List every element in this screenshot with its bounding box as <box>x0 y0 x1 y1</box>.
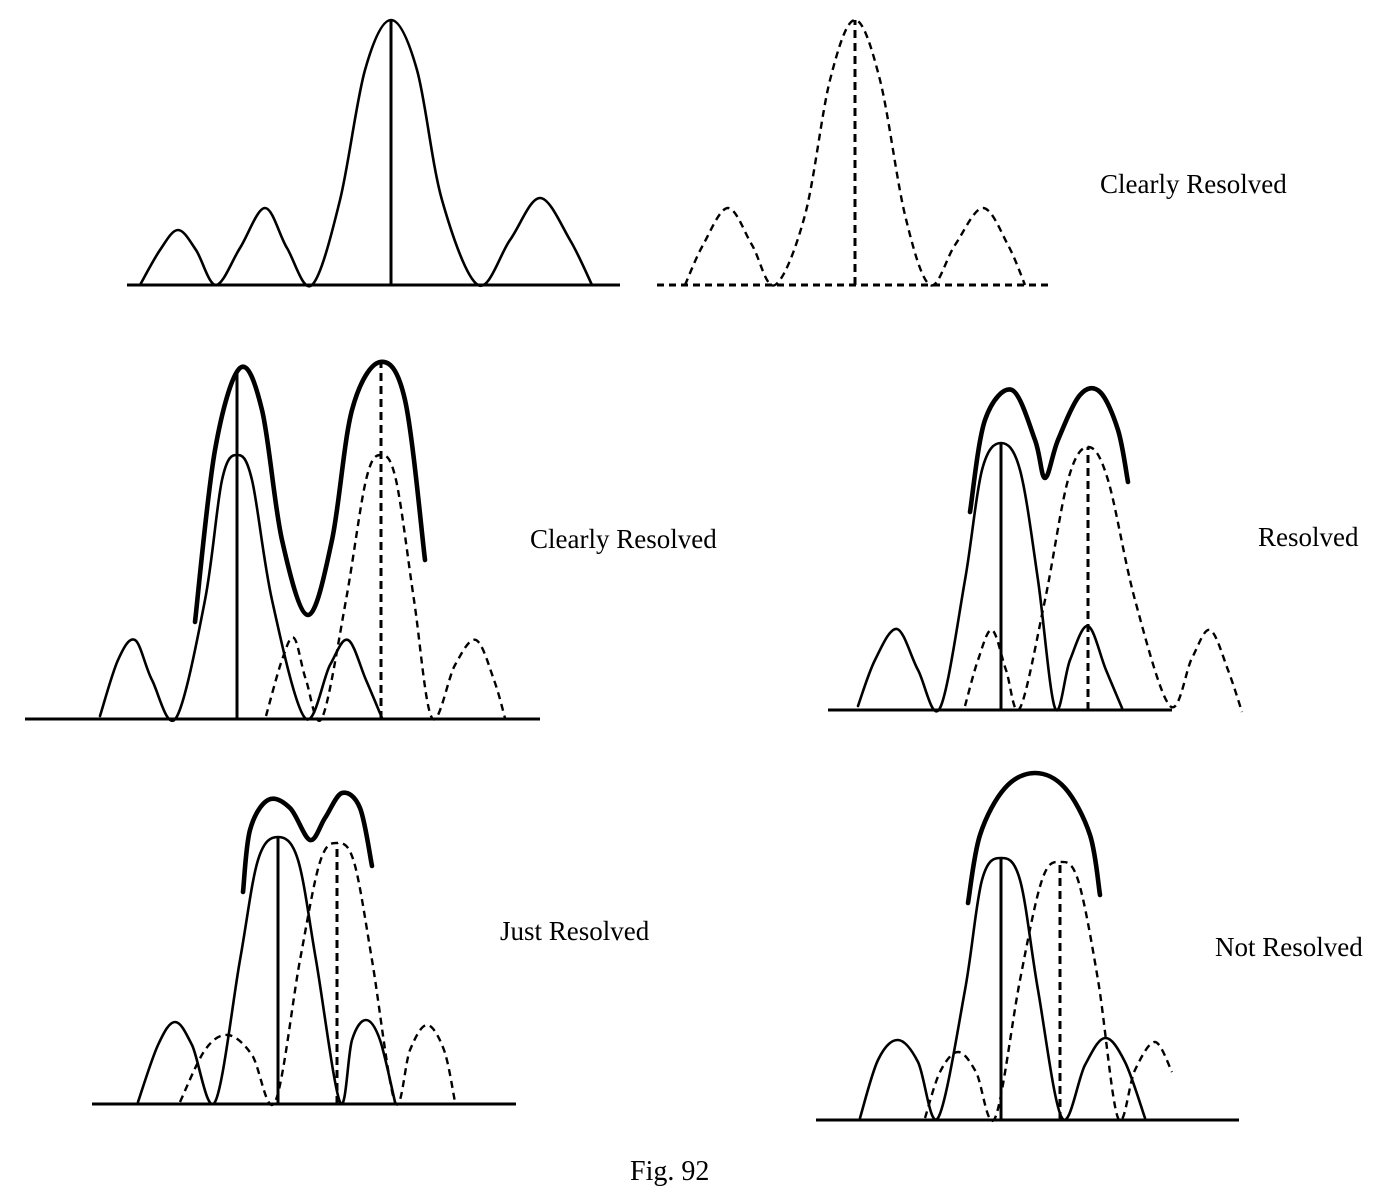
pattern-dashed-mr <box>963 445 1244 713</box>
label-clearly-resolved-middle: Clearly Resolved <box>530 524 717 554</box>
label-resolved: Resolved <box>1258 522 1359 552</box>
pattern-dashed-ml <box>264 453 507 722</box>
figure-caption: Fig. 92 <box>630 1156 709 1187</box>
resultant-envelope-mr <box>967 385 1131 515</box>
pattern-dashed-br <box>923 860 1174 1123</box>
resultant-envelope-ml <box>192 359 428 625</box>
panel-middle-left: Clearly Resolved <box>25 359 717 722</box>
diffraction-pattern-dashed <box>683 18 1027 287</box>
panel-top: Clearly Resolved <box>127 18 1287 288</box>
label-clearly-resolved-top: Clearly Resolved <box>1100 169 1287 199</box>
diffraction-pattern-solid <box>138 18 594 288</box>
label-not-resolved: Not Resolved <box>1215 932 1363 962</box>
pattern-solid-bl <box>136 835 397 1106</box>
panel-bottom-right: Not Resolved <box>816 770 1363 1123</box>
resultant-envelope-bl <box>240 790 375 895</box>
resultant-envelope-br <box>965 770 1103 906</box>
pattern-solid-mr <box>856 441 1124 713</box>
panel-middle-right: Resolved <box>828 385 1359 713</box>
panel-bottom-left: Just Resolved <box>92 790 650 1107</box>
label-just-resolved: Just Resolved <box>500 916 650 946</box>
